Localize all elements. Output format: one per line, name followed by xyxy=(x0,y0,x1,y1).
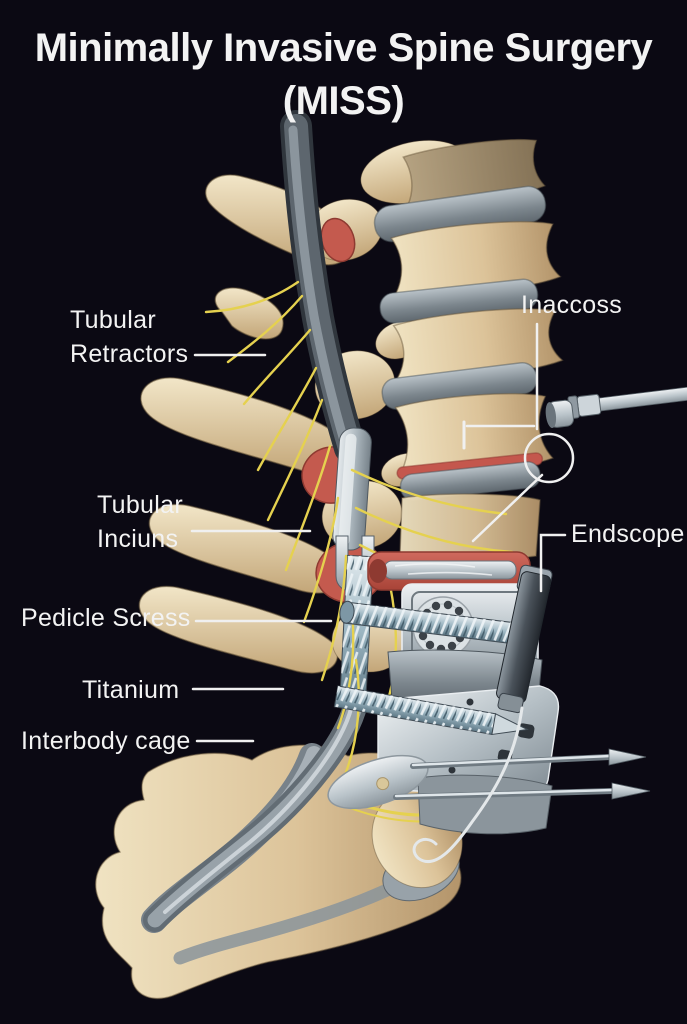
vertebral-column xyxy=(373,138,564,561)
access-point-circle xyxy=(523,432,575,484)
label-tubular-inciuns: Tubular Inciuns xyxy=(97,491,183,553)
endoscope-cable xyxy=(412,706,524,864)
endoscope-tool xyxy=(412,564,553,864)
tubular-retractor-tube xyxy=(332,427,372,551)
spinal-cord xyxy=(143,110,369,932)
retractor-frame-red-band xyxy=(367,551,531,591)
guide-wire-2 xyxy=(393,782,651,800)
access-instrument xyxy=(545,385,687,428)
pedicle-screw-2 xyxy=(333,685,529,736)
annotation-lines xyxy=(190,322,575,743)
label-titanium: Titanium xyxy=(82,676,180,704)
label-endscope: Endscope xyxy=(571,520,685,548)
label-tubular-retractors: Tubular Retractors xyxy=(70,306,189,368)
guide-wire-1 xyxy=(410,748,647,769)
inflamed-disc xyxy=(396,452,544,501)
leader-line-endscope xyxy=(539,533,567,593)
label-interbody-cage: Interbody cage xyxy=(21,727,191,755)
pedicle-screw-1 xyxy=(339,600,521,645)
figure-title-line2: (MISS) xyxy=(282,79,405,123)
label-inaccoss: Inaccoss xyxy=(521,291,623,319)
figure-title-line1: Minimally Invasive Spine Surgery xyxy=(34,26,653,70)
threaded-extension xyxy=(338,554,374,708)
leader-line-access-diagonal xyxy=(471,473,544,543)
label-pedicle-scress: Pedicle Scress xyxy=(21,604,191,632)
figure-title: Minimally Invasive Spine Surgery (MISS) xyxy=(0,22,687,128)
